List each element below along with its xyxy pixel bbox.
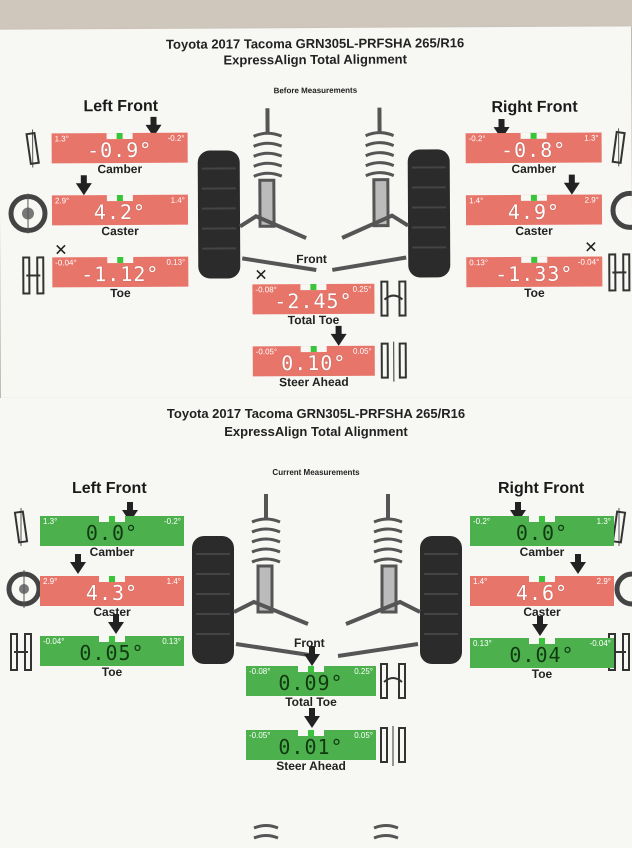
steer-ahead-gauge: -0.05° 0.05° 0.01° Steer Ahead xyxy=(246,730,376,760)
caster-icon xyxy=(6,570,42,608)
caster-icon xyxy=(608,190,632,230)
toe-icon xyxy=(8,630,34,674)
x-mark-icon: ✕ xyxy=(584,241,597,257)
down-arrow-icon xyxy=(304,716,320,728)
steer-ahead-icon xyxy=(378,724,408,768)
rf-caster-value: 4.9° xyxy=(466,200,602,225)
total-toe-value: 0.09° xyxy=(246,671,376,695)
front-suspension-illustration xyxy=(190,484,464,694)
rf-toe-value: 0.04° xyxy=(470,643,614,667)
lf-caster-gauge: 2.9° 1.4° 4.2° Caster xyxy=(52,195,188,226)
right-front-heading: Right Front xyxy=(498,480,584,498)
down-arrow-icon xyxy=(564,183,580,195)
camber-icon xyxy=(606,126,632,168)
rf-toe-label: Toe xyxy=(466,286,602,301)
total-toe-value: -2.45° xyxy=(252,289,374,314)
total-toe-gauge: -0.08° 0.25° 0.09° Total Toe xyxy=(246,666,376,696)
report-subtitle: ExpressAlign Total Alignment xyxy=(0,424,632,440)
report-title: Toyota 2017 Tacoma GRN305L-PRFSHA 265/R1… xyxy=(0,406,632,422)
rf-toe-value: -1.33° xyxy=(466,262,602,287)
rf-camber-gauge: -0.2° 1.3° -0.8° Camber xyxy=(466,133,602,164)
steer-ahead-value: 0.10° xyxy=(253,351,375,376)
tire-icon xyxy=(192,536,462,664)
steer-ahead-gauge: -0.05° 0.05° 0.10° Steer Ahead xyxy=(253,346,375,377)
left-front-heading: Left Front xyxy=(72,480,147,498)
lf-camber-value: -0.9° xyxy=(52,138,188,163)
before-measurements-sheet: Toyota 2017 Tacoma GRN305L-PRFSHA 265/R1… xyxy=(0,26,632,401)
lf-caster-value: 4.3° xyxy=(40,581,184,605)
x-mark-icon: ✕ xyxy=(254,268,267,284)
rf-caster-label: Caster xyxy=(466,224,602,239)
lf-camber-label: Camber xyxy=(40,545,184,559)
lf-toe-gauge: -0.04° 0.13° -1.12° Toe xyxy=(52,257,188,288)
rf-caster-gauge: 1.4° 2.9° 4.9° Caster xyxy=(466,195,602,226)
down-arrow-icon xyxy=(331,334,347,346)
rf-camber-value: 0.0° xyxy=(470,521,614,545)
front-suspension-illustration xyxy=(195,97,452,308)
lf-camber-label: Camber xyxy=(52,162,188,177)
total-toe-gauge: -0.08° 0.25° -2.45° Total Toe xyxy=(252,284,374,315)
lf-camber-gauge: 1.3° -0.2° -0.9° Camber xyxy=(52,133,188,164)
down-arrow-icon xyxy=(70,562,86,574)
camber-icon xyxy=(8,506,34,548)
down-arrow-icon xyxy=(570,562,586,574)
section-title: Current Measurements xyxy=(0,468,632,477)
steer-ahead-value: 0.01° xyxy=(246,735,376,759)
lf-camber-value: 0.0° xyxy=(40,521,184,545)
coil-spring-strut-icon xyxy=(234,494,420,656)
toe-icon xyxy=(606,250,632,294)
total-toe-label: Total Toe xyxy=(246,695,376,709)
total-toe-icon xyxy=(378,660,408,704)
lf-toe-gauge: -0.04° 0.13° 0.05° Toe xyxy=(40,636,184,666)
down-arrow-icon xyxy=(532,624,548,636)
coil-spring-strut-icon xyxy=(250,818,410,848)
caster-icon xyxy=(614,570,632,608)
rf-camber-label: Camber xyxy=(470,545,614,559)
rf-caster-gauge: 1.4° 2.9° 4.6° Caster xyxy=(470,576,614,606)
down-arrow-icon xyxy=(304,654,320,666)
lf-caster-value: 4.2° xyxy=(52,200,188,225)
down-arrow-icon xyxy=(108,622,124,634)
rf-toe-gauge: 0.13° -0.04° -1.33° Toe xyxy=(466,257,602,288)
section-title: Before Measurements xyxy=(0,84,631,96)
rf-camber-label: Camber xyxy=(466,162,602,177)
steer-ahead-icon xyxy=(379,340,409,384)
steer-ahead-label: Steer Ahead xyxy=(253,375,375,390)
lf-caster-label: Caster xyxy=(52,224,188,239)
lf-caster-gauge: 2.9° 1.4° 4.3° Caster xyxy=(40,576,184,606)
toe-icon xyxy=(20,253,46,297)
camber-icon xyxy=(20,127,46,169)
front-label: Front xyxy=(296,252,327,266)
rf-camber-gauge: -0.2° 1.3° 0.0° Camber xyxy=(470,516,614,546)
coil-spring-strut-icon xyxy=(239,108,408,271)
rf-camber-value: -0.8° xyxy=(466,138,602,163)
lf-toe-label: Toe xyxy=(40,665,184,679)
rf-toe-label: Toe xyxy=(470,667,614,681)
down-arrow-icon xyxy=(76,183,92,195)
total-toe-label: Total Toe xyxy=(253,313,375,328)
caster-icon xyxy=(8,193,48,233)
lf-toe-label: Toe xyxy=(52,286,188,301)
total-toe-icon xyxy=(378,278,408,322)
current-measurements-sheet: Toyota 2017 Tacoma GRN305L-PRFSHA 265/R1… xyxy=(0,398,632,848)
steer-ahead-label: Steer Ahead xyxy=(246,759,376,773)
lf-caster-label: Caster xyxy=(40,605,184,619)
rf-toe-gauge: 0.13° -0.04° 0.04° Toe xyxy=(470,638,614,668)
rf-caster-value: 4.6° xyxy=(470,581,614,605)
report-subtitle: ExpressAlign Total Alignment xyxy=(0,50,631,69)
lf-toe-value: 0.05° xyxy=(40,641,184,665)
lf-camber-gauge: 1.3° -0.2° 0.0° Camber xyxy=(40,516,184,546)
right-front-heading: Right Front xyxy=(491,99,577,117)
lf-toe-value: -1.12° xyxy=(52,262,188,287)
left-front-heading: Left Front xyxy=(83,98,158,116)
